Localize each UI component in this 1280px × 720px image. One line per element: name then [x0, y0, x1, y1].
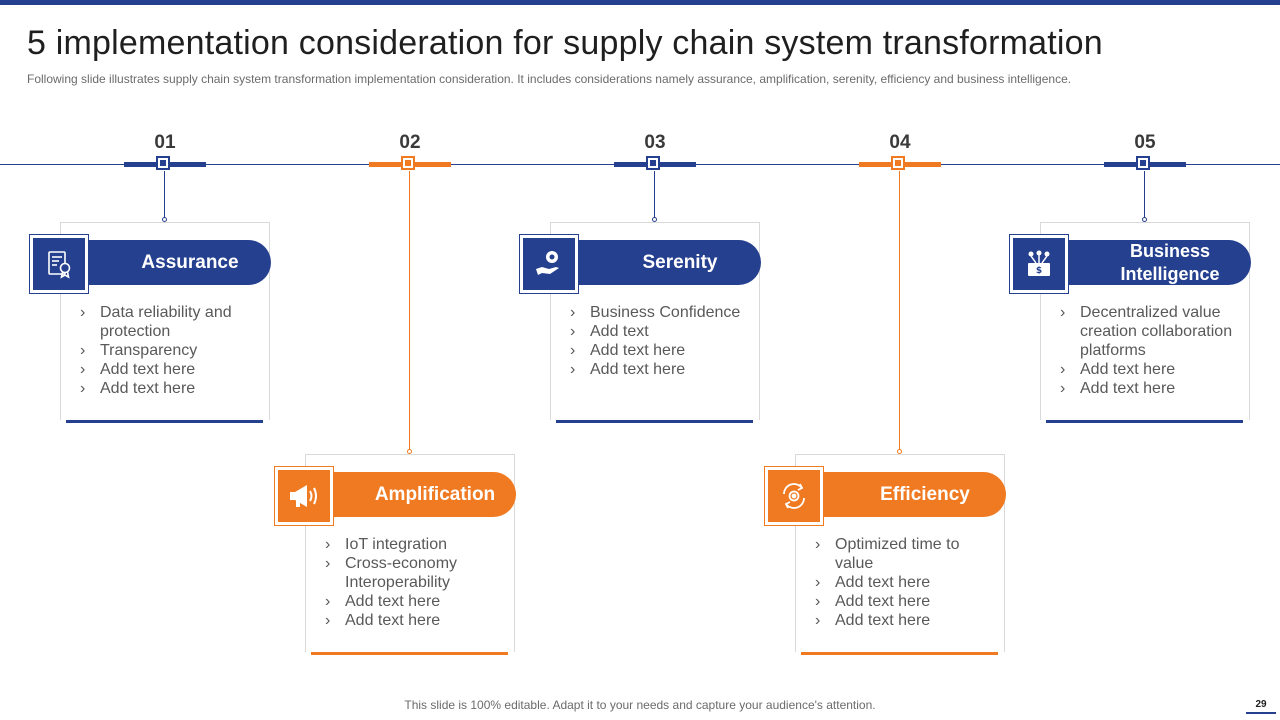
card-icon-frame	[519, 234, 579, 294]
step-node	[401, 156, 415, 170]
money-network-icon: $	[1028, 250, 1050, 276]
card-title: Amplification	[326, 472, 516, 517]
megaphone-icon	[290, 485, 317, 507]
card-title: Assurance	[81, 240, 271, 285]
certificate-icon	[48, 251, 71, 279]
list-item: Add text here	[814, 592, 996, 611]
step-node	[891, 156, 905, 170]
card-item-list: Optimized time to value Add text here Ad…	[814, 535, 996, 630]
list-item: Add text here	[814, 611, 996, 630]
gear-cycle-icon	[783, 483, 805, 509]
list-item: Cross-economy Interoperability	[324, 554, 506, 592]
list-item: Add text here	[79, 379, 261, 398]
card-item-list: Data reliability and protection Transpar…	[79, 303, 261, 398]
list-item: Add text here	[324, 592, 506, 611]
slide-subtitle: Following slide illustrates supply chain…	[27, 72, 1072, 86]
step-number: 03	[644, 132, 666, 153]
list-item: Add text here	[1059, 379, 1241, 398]
card-assurance: Assurance Data reliability and protectio…	[29, 222, 271, 423]
card-title: Efficiency	[816, 472, 1006, 517]
page-number: 29	[1246, 699, 1276, 714]
step-node	[156, 156, 170, 170]
list-item: Data reliability and protection	[79, 303, 261, 341]
list-item: IoT integration	[324, 535, 506, 554]
card-item-list: Decentralized value creation collaborati…	[1059, 303, 1241, 398]
card-business-intelligence: Business Intelligence $ Decentralized va…	[1009, 222, 1251, 423]
list-item: Add text	[569, 322, 751, 341]
step-node	[646, 156, 660, 170]
step-node	[1136, 156, 1150, 170]
list-item: Transparency	[79, 341, 261, 360]
slide-title: 5 implementation consideration for suppl…	[27, 24, 1103, 62]
list-item: Add text here	[324, 611, 506, 630]
step-number: 01	[154, 132, 176, 153]
list-item: Optimized time to value	[814, 535, 996, 573]
card-serenity: Serenity Business Confidence Add text Ad…	[519, 222, 761, 423]
card-icon-frame	[764, 466, 824, 526]
list-item: Add text here	[569, 341, 751, 360]
card-icon-frame	[29, 234, 89, 294]
top-accent-bar	[0, 0, 1280, 5]
step-number: 02	[399, 132, 421, 153]
list-item: Add text here	[814, 573, 996, 592]
card-title: Business Intelligence	[1061, 240, 1251, 285]
slide-footer: This slide is 100% editable. Adapt it to…	[404, 698, 876, 712]
card-item-list: Business Confidence Add text Add text he…	[569, 303, 751, 379]
card-title: Serenity	[571, 240, 761, 285]
card-item-list: IoT integration Cross-economy Interopera…	[324, 535, 506, 630]
list-item: Add text here	[79, 360, 261, 379]
card-icon-frame	[274, 466, 334, 526]
list-item: Add text here	[1059, 360, 1241, 379]
card-amplification: Amplification IoT integration Cross-econ…	[274, 454, 516, 655]
step-number: 05	[1134, 132, 1156, 153]
hand-coin-icon	[536, 251, 559, 275]
list-item: Business Confidence	[569, 303, 751, 322]
list-item: Add text here	[569, 360, 751, 379]
svg-text:$: $	[1036, 266, 1042, 276]
list-item: Decentralized value creation collaborati…	[1059, 303, 1241, 360]
card-icon-frame: $	[1009, 234, 1069, 294]
step-number: 04	[889, 132, 911, 153]
card-efficiency: Efficiency Optimized time to value Add t…	[764, 454, 1006, 655]
